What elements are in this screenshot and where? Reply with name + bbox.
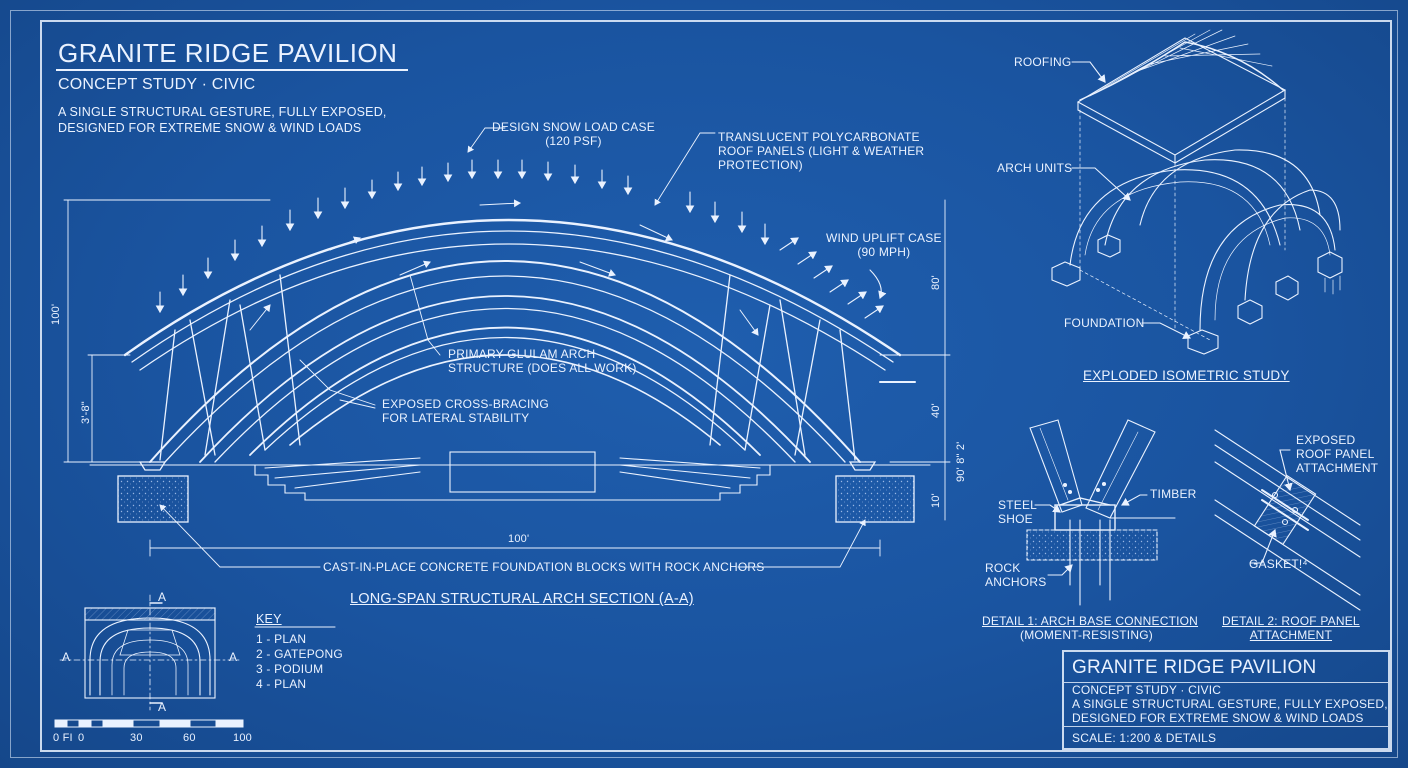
section-title: LONG-SPAN STRUCTURAL ARCH SECTION (A-A) [350,591,694,607]
cross-bracing-label: EXPOSED CROSS-BRACING FOR LATERAL STABIL… [382,397,549,425]
detail-2-title: DETAIL 2: ROOF PANEL ATTACHMENT [1222,614,1360,642]
dim-height-left: 100' [50,303,62,325]
title-block-divider [1064,682,1388,683]
roofing-label: ROOFING [1014,55,1072,69]
scale-bar [54,719,244,728]
title-block-scale: SCALE: 1:200 & DETAILS [1072,731,1217,745]
scale-label: 0 [78,732,85,744]
scale-label: 100 [233,732,252,744]
inner-border [40,20,1392,752]
key-item: 2 - GATEPONG [256,647,343,661]
detail-1-title: DETAIL 1: ARCH BASE CONNECTION [982,614,1199,628]
title-block-description: A SINGLE STRUCTURAL GESTURE, FULLY EXPOS… [1072,697,1388,725]
iso-title: EXPLODED ISOMETRIC STUDY [1083,368,1290,383]
foundation-blocks [117,475,915,523]
outer-border [10,10,1398,758]
roof-panels-label: TRANSLUCENT POLYCARBONATE ROOF PANELS (L… [718,130,925,172]
foundation-label: CAST-IN-PLACE CONCRETE FOUNDATION BLOCKS… [323,560,765,574]
wind-uplift-label: WIND UPLIFT CASE (90 MPH) [826,231,942,259]
detail-1-subtitle: (MOMENT-RESISTING) [1020,628,1153,642]
main-arch-section [123,199,902,471]
dim-right-90: 90' 8" 2' [955,441,967,483]
scale-label: 0 FI [53,732,73,744]
title-block: GRANITE RIDGE PAVILION CONCEPT STUDY · C… [1062,650,1390,750]
section-mark-right: A [229,650,238,664]
detail-1-drawing [1026,419,1176,606]
title-block-title: GRANITE RIDGE PAVILION [1072,657,1317,678]
iso-foundation-label: FOUNDATION [1064,316,1145,330]
key-item: 4 - PLAN [256,677,307,691]
ground-and-seating [89,451,931,501]
section-mark-top: A [158,590,167,604]
snow-load-label: DESIGN SNOW LOAD CASE (120 PSF) [492,120,655,148]
dim-right-40: 40' [930,403,942,418]
dim-base-left: 3'-8" [80,401,92,424]
title-block-divider [1064,726,1388,727]
dimension-lines [63,199,951,557]
snow-load-arrows [155,159,770,314]
primary-arch-label: PRIMARY GLULAM ARCH STRUCTURE (DOES ALL … [448,347,637,375]
dim-right-80: 80' [930,275,942,290]
sheet-description: A SINGLE STRUCTURAL GESTURE, FULLY EXPOS… [58,105,387,135]
leader-lines [159,127,866,568]
timber-label: TIMBER [1150,487,1197,501]
sheet-title: GRANITE RIDGE PAVILION [58,38,398,68]
rock-anchors-label: ROCK ANCHORS [985,561,1047,589]
exposed-attachment-label: EXPOSED ROOF PANEL ATTACHMENT [1296,433,1379,475]
wind-load-arrows [779,237,887,319]
section-mark-left: A [62,650,71,664]
key-item: 1 - PLAN [256,632,307,646]
exploded-isometric [1051,29,1343,355]
scale-label: 30 [130,732,143,744]
key-plan [59,594,336,711]
key-item: 3 - PODIUM [256,662,324,676]
section-mark-bottom: A [158,700,167,714]
dim-span: 100' [508,533,530,545]
sheet-subtitle: CONCEPT STUDY · CIVIC [58,76,256,93]
title-underline [56,69,408,71]
key-title: KEY [256,612,282,626]
title-block-subtitle: CONCEPT STUDY · CIVIC [1072,683,1222,697]
gasket-label: GASKET!⁴ [1249,557,1308,571]
scale-label: 60 [183,732,196,744]
detail-2-drawing [1214,429,1361,611]
steel-shoe-label: STEEL SHOE [998,498,1038,526]
arch-units-label: ARCH UNITS [997,161,1073,175]
dim-right-10: 10' [930,493,942,508]
